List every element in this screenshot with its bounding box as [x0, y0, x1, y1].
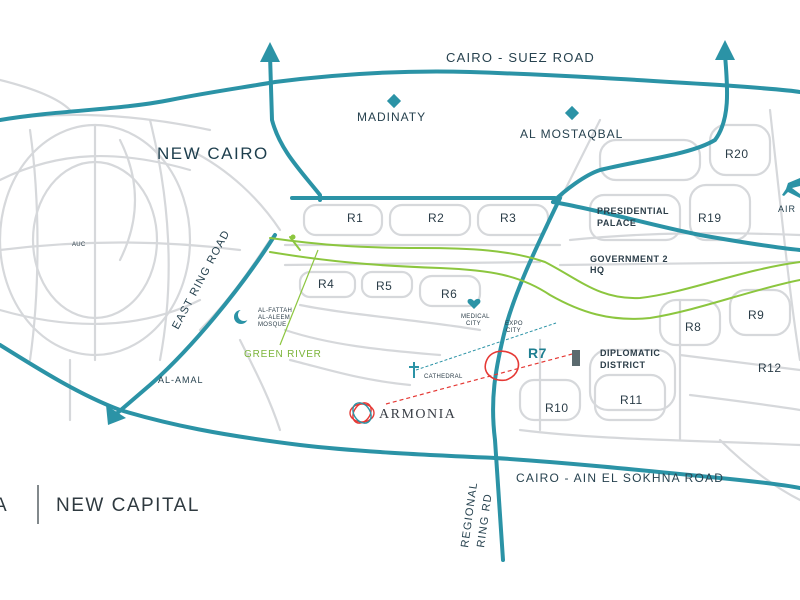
label-cairo-suez-road: CAIRO - SUEZ ROAD: [446, 50, 595, 65]
cairo-suez-road: [0, 69, 800, 122]
district-r3: R3: [500, 211, 516, 225]
medical-city-icon: [467, 298, 481, 309]
label-presidential-palace-line1: PRESIDENTIAL: [597, 206, 669, 216]
ring-road-west: [0, 343, 497, 460]
label-medical-city-line1: MEDICAL: [461, 314, 490, 320]
footer-brand-partial: A: [0, 495, 8, 516]
district-r4: R4: [318, 277, 334, 291]
district-labels: R1 R2 R3 R4 R5 R6 R7 R8 R9 R10 R11 R12 R…: [318, 147, 782, 415]
main-roads: [0, 53, 800, 562]
label-cairo-ain-sokhna-road: CAIRO - AIN EL SOKHNA ROAD: [516, 471, 724, 485]
label-expo-city-line2: CITY: [506, 328, 521, 334]
green-river: [269, 236, 800, 320]
district-r9: R9: [748, 308, 764, 322]
label-regional-line2: RING RD: [475, 492, 495, 548]
landmark-icons: [234, 93, 800, 424]
district-r10: R10: [545, 401, 569, 415]
district-r1: R1: [347, 211, 363, 225]
label-mosque-line2: AL-ALEEM: [258, 315, 290, 321]
north-road-east: [551, 53, 730, 204]
district-r8: R8: [685, 320, 701, 334]
label-al-mostaqbal: AL MOSTAQBAL: [520, 127, 623, 141]
arrow-north-east-icon: [715, 40, 735, 60]
cathedral-cross-icon: [409, 362, 419, 378]
footer-title: NEW CAPITAL: [56, 495, 200, 516]
airport-plane-icon: [782, 178, 800, 198]
label-mosque-line3: MOSQUE: [258, 322, 286, 328]
district-r6: R6: [441, 287, 457, 301]
arrow-north-west-icon: [260, 42, 280, 62]
road-arrows: [106, 40, 735, 425]
r7-building-icon: [572, 350, 580, 366]
label-al-amal: AL-AMAL: [158, 375, 204, 385]
label-auc: AUC: [72, 242, 86, 248]
r7-location-circle: [484, 350, 520, 382]
district-r19: R19: [698, 211, 722, 225]
green-river-pointer: [279, 249, 319, 346]
label-armonia: ARMONIA: [379, 407, 456, 422]
label-madinaty: MADINATY: [357, 110, 426, 124]
district-r11: R11: [620, 393, 643, 407]
madinaty-diamond-icon: [386, 93, 402, 109]
label-medical-city-line2: CITY: [466, 321, 481, 327]
district-r7: R7: [528, 345, 547, 361]
district-r20: R20: [725, 147, 749, 161]
label-government-hq-line1: GOVERNMENT 2: [590, 254, 668, 264]
district-r12: R12: [758, 361, 782, 375]
district-r5: R5: [376, 279, 392, 293]
label-expo-city-line1: EXPO: [505, 321, 523, 327]
east-ring-road: [113, 233, 277, 417]
armonia-pointer: [385, 352, 577, 405]
label-new-cairo: NEW CAIRO: [157, 144, 269, 163]
armonia-logo-icon: [349, 402, 375, 424]
cairo-ain-sokhna-road: [493, 456, 800, 490]
label-diplomatic-district-line2: DISTRICT: [600, 360, 646, 370]
north-road-west: [268, 53, 322, 202]
district-r2: R2: [428, 211, 444, 225]
mostaqbal-diamond-icon: [564, 105, 580, 121]
label-airport-partial: AIR: [778, 204, 796, 214]
regional-ring-road: [491, 196, 562, 562]
east-road: [551, 200, 800, 252]
label-mosque-line1: AL-FATTAH: [258, 308, 292, 314]
green-river-dot: [290, 234, 296, 240]
label-diplomatic-district-line1: DIPLOMATIC: [600, 348, 660, 358]
label-government-hq-line2: HQ: [590, 265, 605, 275]
label-presidential-palace-line2: PALACE: [597, 218, 636, 228]
label-cathedral: CATHEDRAL: [424, 374, 463, 380]
label-green-river: GREEN RIVER: [244, 349, 322, 360]
arrow-south-west-icon: [106, 405, 126, 425]
